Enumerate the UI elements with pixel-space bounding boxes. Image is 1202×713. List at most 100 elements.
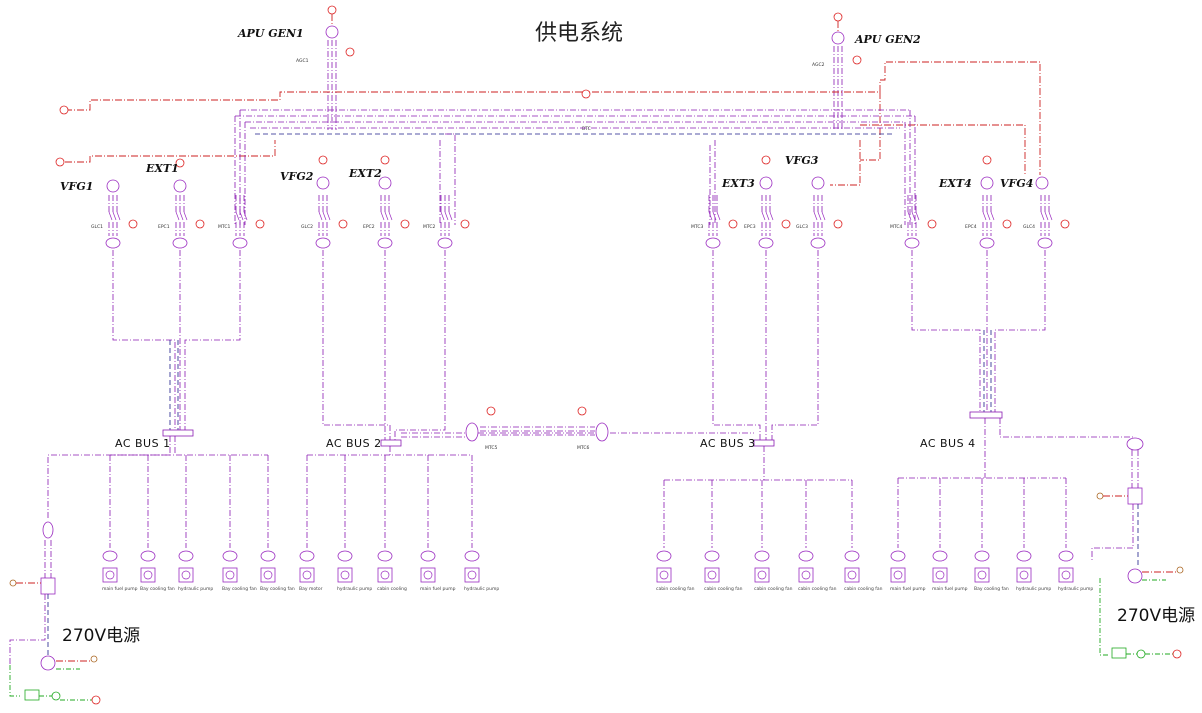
converter-icon[interactable] (42, 521, 54, 539)
ext1-unit[interactable]: EXT1 (145, 158, 187, 193)
ac-bus-2-bar[interactable] (380, 439, 402, 447)
breaker-icon[interactable] (51, 691, 61, 701)
contactor-column[interactable]: GLC4 (1023, 195, 1070, 249)
bus-tie-bundle (234, 109, 916, 225)
load-unit[interactable]: Bay cooling fan (260, 455, 295, 592)
generator-icon (106, 179, 120, 193)
sensor-icon (195, 219, 205, 229)
load-unit[interactable]: cabin cooling (377, 455, 407, 592)
converter-icon[interactable] (810, 237, 826, 249)
load-unit[interactable]: Bay cooling fan (974, 478, 1009, 592)
ac-bus-1-bar[interactable] (162, 429, 194, 437)
ext3-label: EXT3 (721, 177, 755, 190)
gauge-icon (175, 158, 185, 168)
breaker-icon[interactable] (1136, 649, 1146, 659)
fan-load-icon (893, 570, 903, 580)
load-unit[interactable]: cabin cooling fan (656, 480, 695, 592)
load-label: main fuel pump (932, 586, 968, 592)
motor-icon[interactable] (40, 655, 56, 671)
ext2-label: EXT2 (348, 167, 382, 180)
contactor-column[interactable]: EPC4 (965, 195, 1012, 249)
battery-icon[interactable] (24, 689, 40, 701)
load-unit[interactable]: main fuel pump (932, 478, 968, 592)
apu-gen1[interactable]: APU GEN1 AGC1 (237, 5, 355, 64)
load-unit[interactable]: Bay cooling fan (222, 455, 257, 592)
converter-icon[interactable] (904, 237, 920, 249)
load-unit[interactable]: hydraulic pump (1016, 478, 1051, 592)
converter-icon[interactable] (105, 237, 121, 249)
sensor-icon (400, 219, 410, 229)
status-icon (1176, 566, 1184, 574)
converter-icon (299, 550, 315, 562)
control-network: BTC (55, 61, 1041, 186)
converter-icon[interactable] (315, 237, 331, 249)
vfg1-unit[interactable]: VFG1 (60, 179, 120, 193)
contactor-column[interactable]: EPC2 (363, 195, 410, 249)
converter-icon (704, 550, 720, 562)
converter-icon[interactable] (705, 237, 721, 249)
contactor-column[interactable]: EPC3 (744, 195, 791, 249)
rectifier-icon[interactable] (1127, 487, 1143, 505)
converter-icon[interactable] (1037, 237, 1053, 249)
vfg3-unit[interactable]: VFG3 (785, 154, 825, 190)
sensor-icon (1002, 219, 1012, 229)
contactor-label: EPC3 (744, 224, 756, 230)
load-unit[interactable]: hydraulic pump (464, 455, 499, 592)
fan-load-icon (1019, 570, 1029, 580)
ext2-unit[interactable]: EXT2 (348, 155, 392, 190)
load-unit[interactable]: hydraulic pump (178, 455, 213, 592)
load-unit[interactable]: cabin cooling fan (754, 480, 793, 592)
contactor-label: EPC1 (158, 224, 170, 230)
converter-icon[interactable] (377, 237, 393, 249)
contactor-column[interactable]: MTC3 (691, 195, 738, 249)
load-unit[interactable]: main fuel pump (102, 455, 138, 592)
right-psu-label: 270V电源 (1117, 606, 1195, 626)
battery-icon[interactable] (1111, 647, 1127, 659)
load-unit[interactable]: hydraulic pump (1058, 478, 1093, 592)
ac-bus-4-bar[interactable] (969, 411, 1003, 419)
vfg2-unit[interactable]: VFG2 (280, 155, 330, 190)
load-unit[interactable]: Bay motor (299, 455, 323, 592)
ac-bus-3-bar[interactable] (753, 439, 775, 447)
load-unit[interactable]: Bay cooling fan (140, 455, 175, 592)
load-unit[interactable]: cabin cooling fan (798, 480, 837, 592)
contactor-column[interactable]: MTC1 (218, 195, 265, 249)
converter-icon[interactable] (172, 237, 188, 249)
motor-load-icon (464, 567, 480, 583)
contactor-column[interactable]: GLC1 (91, 195, 138, 249)
sensor-icon (728, 219, 738, 229)
btc-label: BTC (582, 126, 591, 132)
converter-icon[interactable] (758, 237, 774, 249)
apu-gen2[interactable]: APU GEN2 AGC2 (812, 12, 921, 68)
load-unit[interactable]: cabin cooling fan (704, 480, 743, 592)
generator-icon (325, 25, 339, 39)
load-unit[interactable]: main fuel pump (890, 478, 926, 592)
load-unit[interactable]: hydraulic pump (337, 455, 372, 592)
contactor-column[interactable]: EPC1 (158, 195, 205, 249)
vfg3-label: VFG3 (785, 154, 819, 167)
load-group-group4: main fuel pump main fuel pump Bay cooling … (890, 418, 1093, 592)
contactor-label: MTC1 (218, 224, 231, 230)
transformer-icon[interactable] (595, 422, 609, 442)
ext3-unit[interactable]: EXT3 (721, 155, 773, 190)
contactor-column[interactable]: GLC3 (796, 195, 843, 249)
load-label: Bay cooling fan (222, 586, 257, 592)
transformer-icon[interactable] (465, 422, 479, 442)
load-unit[interactable]: cabin cooling fan (844, 480, 883, 592)
motor-load-icon (102, 567, 118, 583)
rectifier-icon[interactable] (40, 577, 56, 595)
converter-icon[interactable] (437, 237, 453, 249)
converter-icon[interactable] (232, 237, 248, 249)
motor-icon[interactable] (1127, 568, 1143, 584)
contactor-column[interactable]: MTC2 (423, 195, 470, 249)
motor-load-icon (337, 567, 353, 583)
motor-load-icon (656, 567, 672, 583)
vfg4-unit[interactable]: VFG4 (1000, 176, 1049, 190)
contactor-column[interactable]: GLC2 (301, 195, 348, 249)
converter-icon[interactable] (979, 237, 995, 249)
converter-icon[interactable] (1126, 437, 1144, 451)
ext4-unit[interactable]: EXT4 (938, 155, 994, 190)
contactor-column[interactable]: MTC4 (890, 195, 937, 249)
load-unit[interactable]: main fuel pump (420, 455, 456, 592)
